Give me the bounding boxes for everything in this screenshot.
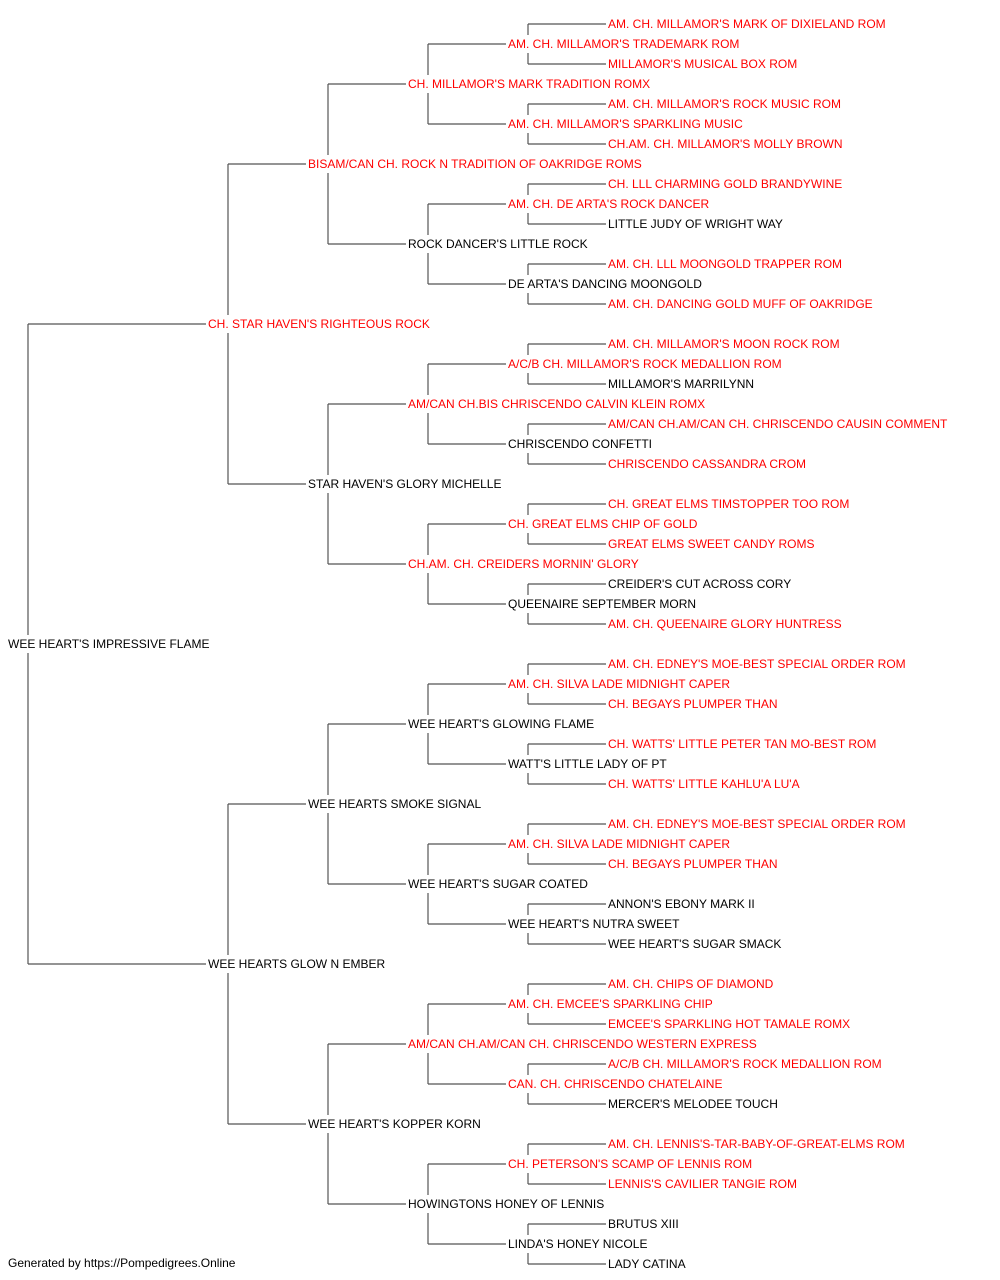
sire-name: AM/CAN CH.AM/CAN CH. CHRISCENDO CAUSIN C… [608, 417, 948, 431]
sire-name: BISAM/CAN CH. ROCK N TRADITION OF OAKRID… [308, 157, 642, 171]
dam-name: DE ARTA'S DANCING MOONGOLD [508, 277, 702, 291]
dam-name: QUEENAIRE SEPTEMBER MORN [508, 597, 696, 611]
dam-name: WEE HEARTS GLOW N EMBER [208, 957, 385, 971]
pedigree-names: WEE HEART'S IMPRESSIVE FLAME CH. STAR HAV… [8, 17, 948, 1271]
dam-name: STAR HAVEN'S GLORY MICHELLE [308, 477, 501, 491]
sire-name: CH. GREAT ELMS CHIP OF GOLD [508, 517, 698, 531]
sire-name: ANNON'S EBONY MARK II [608, 897, 755, 911]
sire-name: AM. CH. SILVA LADE MIDNIGHT CAPER [508, 677, 730, 691]
sire-name: AM. CH. MILLAMOR'S ROCK MUSIC ROM [608, 97, 841, 111]
sire-name: CH. MILLAMOR'S MARK TRADITION ROMX [408, 77, 650, 91]
dam-name: EMCEE'S SPARKLING HOT TAMALE ROMX [608, 1017, 850, 1031]
sire-name: A/C/B CH. MILLAMOR'S ROCK MEDALLION ROM [508, 357, 782, 371]
dam-name: CH. BEGAYS PLUMPER THAN [608, 697, 778, 711]
dam-name: CH.AM. CH. CREIDERS MORNIN' GLORY [408, 557, 639, 571]
dam-name: WEE HEART'S SUGAR SMACK [608, 937, 781, 951]
dam-name: LENNIS'S CAVILIER TANGIE ROM [608, 1177, 797, 1191]
dam-name: CHRISCENDO CONFETTI [508, 437, 652, 451]
sire-name: AM/CAN CH.AM/CAN CH. CHRISCENDO WESTERN … [408, 1037, 757, 1051]
sire-name: CH. LLL CHARMING GOLD BRANDYWINE [608, 177, 842, 191]
dam-name: GREAT ELMS SWEET CANDY ROMS [608, 537, 814, 551]
dam-name: MILLAMOR'S MARRILYNN [608, 377, 754, 391]
dam-name: WATT'S LITTLE LADY OF PT [508, 757, 667, 771]
sire-name: AM. CH. CHIPS OF DIAMOND [608, 977, 774, 991]
sire-name: CH. PETERSON'S SCAMP OF LENNIS ROM [508, 1157, 752, 1171]
sire-name: AM. CH. LLL MOONGOLD TRAPPER ROM [608, 257, 842, 271]
dam-name: CHRISCENDO CASSANDRA CROM [608, 457, 806, 471]
sire-name: AM. CH. DE ARTA'S ROCK DANCER [508, 197, 710, 211]
dam-name: MILLAMOR'S MUSICAL BOX ROM [608, 57, 797, 71]
sire-name: WEE HEART'S GLOWING FLAME [408, 717, 594, 731]
sire-name: CH. STAR HAVEN'S RIGHTEOUS ROCK [208, 317, 430, 331]
sire-name: WEE HEARTS SMOKE SIGNAL [308, 797, 481, 811]
sire-name: AM/CAN CH.BIS CHRISCENDO CALVIN KLEIN RO… [408, 397, 705, 411]
dam-name: AM. CH. QUEENAIRE GLORY HUNTRESS [608, 617, 842, 631]
sire-name: AM. CH. MILLAMOR'S MARK OF DIXIELAND ROM [608, 17, 886, 31]
sire-name: CH. WATTS' LITTLE PETER TAN MO-BEST ROM [608, 737, 876, 751]
generated-by-footer: Generated by https://Pompedigrees.Online [8, 1256, 236, 1270]
dam-name: AM. CH. DANCING GOLD MUFF OF OAKRIDGE [608, 297, 873, 311]
sire-name: AM. CH. MILLAMOR'S TRADEMARK ROM [508, 37, 739, 51]
dam-name: LADY CATINA [608, 1257, 686, 1271]
sire-name: AM. CH. EMCEE'S SPARKLING CHIP [508, 997, 713, 1011]
sire-name: AM. CH. EDNEY'S MOE-BEST SPECIAL ORDER R… [608, 657, 906, 671]
dam-name: WEE HEART'S NUTRA SWEET [508, 917, 680, 931]
sire-name: AM. CH. LENNIS'S-TAR-BABY-OF-GREAT-ELMS … [608, 1137, 905, 1151]
dam-name: HOWINGTONS HONEY OF LENNIS [408, 1197, 604, 1211]
dam-name: WEE HEART'S SUGAR COATED [408, 877, 588, 891]
dam-name: AM. CH. MILLAMOR'S SPARKLING MUSIC [508, 117, 743, 131]
sire-name: A/C/B CH. MILLAMOR'S ROCK MEDALLION ROM [608, 1057, 882, 1071]
dam-name: CH.AM. CH. MILLAMOR'S MOLLY BROWN [608, 137, 843, 151]
dam-name: MERCER'S MELODEE TOUCH [608, 1097, 778, 1111]
connector-lines [27, 23, 606, 1265]
sire-name: BRUTUS XIII [608, 1217, 679, 1231]
sire-name: AM. CH. MILLAMOR'S MOON ROCK ROM [608, 337, 840, 351]
sire-name: AM. CH. EDNEY'S MOE-BEST SPECIAL ORDER R… [608, 817, 906, 831]
sire-name: CREIDER'S CUT ACROSS CORY [608, 577, 791, 591]
dam-name: CH. BEGAYS PLUMPER THAN [608, 857, 778, 871]
dam-name: CAN. CH. CHRISCENDO CHATELAINE [508, 1077, 722, 1091]
sire-name: CH. GREAT ELMS TIMSTOPPER TOO ROM [608, 497, 849, 511]
sire-name: AM. CH. SILVA LADE MIDNIGHT CAPER [508, 837, 730, 851]
dam-name: CH. WATTS' LITTLE KAHLU'A LU'A [608, 777, 800, 791]
subject-name: WEE HEART'S IMPRESSIVE FLAME [8, 637, 209, 651]
dam-name: LITTLE JUDY OF WRIGHT WAY [608, 217, 783, 231]
dam-name: LINDA'S HONEY NICOLE [508, 1237, 647, 1251]
dam-name: WEE HEART'S KOPPER KORN [308, 1117, 481, 1131]
dam-name: ROCK DANCER'S LITTLE ROCK [408, 237, 588, 251]
